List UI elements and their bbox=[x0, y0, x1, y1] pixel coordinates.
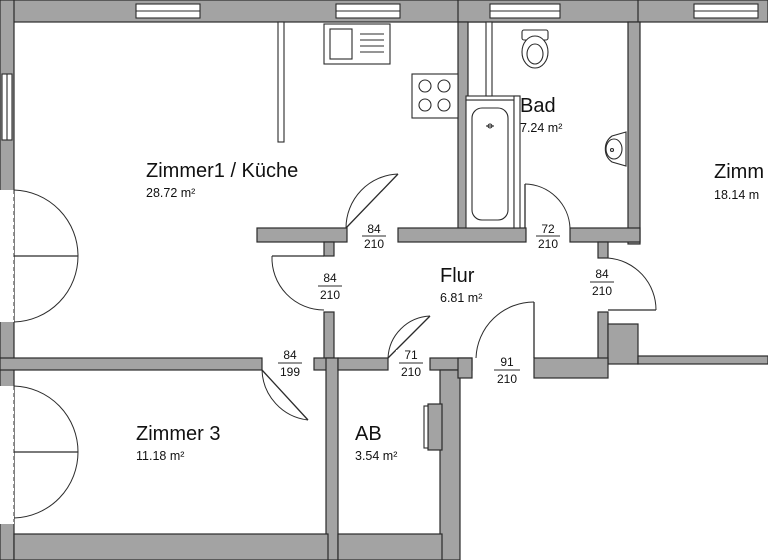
room-name-flur: Flur bbox=[440, 265, 475, 287]
washbasin-icon bbox=[604, 131, 627, 167]
door-labels: 84 210 72 210 84 210 84 210 84 199 71 21… bbox=[274, 220, 614, 386]
door-width-zimmer3: 84 bbox=[283, 348, 297, 362]
room-labels: Zimmer1 / Küche 28.72 m² Bad 7.24 m² Zim… bbox=[136, 95, 764, 463]
room-name-ab: AB bbox=[355, 423, 382, 445]
wall-ab-right-top bbox=[457, 357, 473, 379]
room-name-bad: Bad bbox=[520, 95, 556, 117]
door-height-zimmer3: 199 bbox=[280, 365, 300, 379]
door-height-bad: 210 bbox=[538, 237, 558, 251]
toilet-icon bbox=[521, 29, 549, 69]
kitchen-partition bbox=[277, 21, 285, 143]
room-area-zimmer3: 11.18 m² bbox=[136, 449, 184, 463]
wall-k-flur-2 bbox=[397, 227, 527, 243]
wall-bottom-left bbox=[13, 533, 329, 560]
wall-bottom-ab bbox=[337, 533, 443, 560]
door-width-bad: 72 bbox=[541, 222, 555, 236]
doors bbox=[0, 173, 657, 524]
room-name-zimmer3: Zimmer 3 bbox=[136, 423, 220, 445]
wall-z2-corner bbox=[607, 323, 639, 365]
wall-z3-ab bbox=[325, 357, 339, 560]
door-width-flur-left: 84 bbox=[323, 271, 337, 285]
room-area-bad: 7.24 m² bbox=[520, 121, 562, 135]
sink-icon bbox=[323, 23, 391, 65]
wall-ab-niche bbox=[427, 403, 443, 451]
fixtures bbox=[277, 21, 627, 449]
wall-z2-bottom bbox=[637, 355, 768, 365]
door-height-zimmer2: 210 bbox=[592, 284, 612, 298]
door-height-entrance: 210 bbox=[497, 372, 517, 386]
wall-bad-flur bbox=[569, 227, 641, 243]
stove-icon bbox=[411, 73, 459, 119]
door-width-zimmer2: 84 bbox=[595, 267, 609, 281]
wall-bad-z2 bbox=[627, 21, 641, 245]
door-height-flur-left: 210 bbox=[320, 288, 340, 302]
wall-ab-top-a bbox=[337, 357, 389, 371]
door-height-ab: 210 bbox=[401, 365, 421, 379]
room-area-zimmer1: 28.72 m² bbox=[146, 186, 195, 200]
bathtub-icon bbox=[465, 99, 515, 229]
door-width-entrance: 91 bbox=[500, 355, 514, 369]
wall-flur-left-bot bbox=[323, 311, 335, 361]
wall-z1-z3-a bbox=[0, 357, 263, 371]
wall-flur-left-top bbox=[323, 241, 335, 257]
door-height-kueche: 210 bbox=[364, 237, 384, 251]
door-width-kueche: 84 bbox=[367, 222, 381, 236]
room-area-zimmer2: 18.14 m bbox=[714, 188, 759, 202]
door-width-ab: 71 bbox=[404, 348, 418, 362]
wall-ab-right bbox=[439, 369, 461, 560]
room-area-flur: 6.81 m² bbox=[440, 291, 482, 305]
room-area-ab: 3.54 m² bbox=[355, 449, 397, 463]
windows bbox=[1, 3, 759, 141]
wall-z2-flur-top bbox=[597, 241, 609, 259]
wall-k-flur-1 bbox=[256, 227, 348, 243]
wall-z2-flur bbox=[597, 311, 609, 365]
room-name-zimmer2: Zimm bbox=[714, 161, 764, 183]
room-name-zimmer1: Zimmer1 / Küche bbox=[146, 160, 298, 182]
wall-entrance-right bbox=[533, 357, 609, 379]
